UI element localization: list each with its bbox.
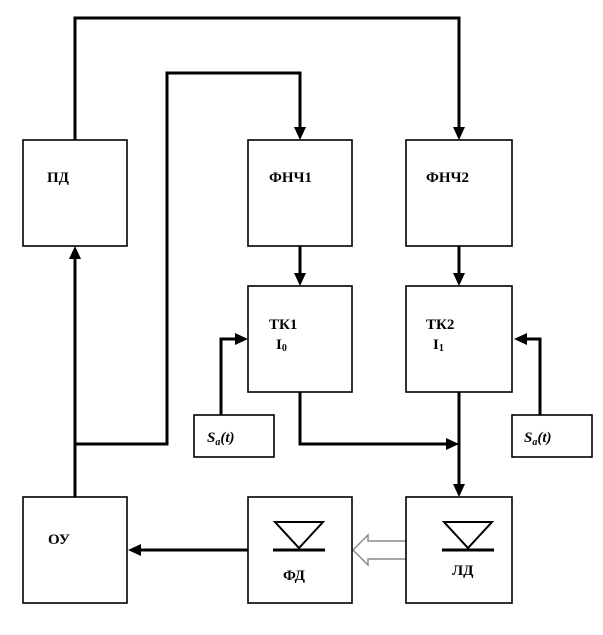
arrowhead-fnch1 <box>294 127 306 140</box>
block-ou <box>22 496 128 604</box>
wire-branch-to-fnch1 <box>75 71 302 446</box>
arrowhead-tk2-input <box>514 333 527 345</box>
arrowhead-ld <box>453 484 465 497</box>
fnch1-label: ФНЧ1 <box>269 170 312 186</box>
block-tk1 <box>247 285 353 393</box>
arrowhead-fnch2 <box>453 127 465 140</box>
source-right <box>511 414 593 458</box>
arrowhead-tk1 <box>294 273 306 286</box>
arrowhead-sum <box>446 438 459 450</box>
tk1-current: I0 <box>276 337 287 354</box>
fd-label: ФД <box>283 568 306 584</box>
wire-pd-to-fnch2 <box>73 16 461 140</box>
fnch2-label: ФНЧ2 <box>426 170 469 186</box>
ou-label: ОУ <box>48 532 70 548</box>
tk2-label: ТК2 <box>426 317 454 333</box>
block-pd <box>22 139 128 247</box>
arrowhead-ou <box>128 544 141 556</box>
laser-diode-icon <box>441 521 495 552</box>
block-fnch1 <box>247 139 353 247</box>
wire-source-right-to-tk2 <box>526 337 542 415</box>
block-tk2 <box>405 285 513 393</box>
tk2-current: I1 <box>433 337 444 354</box>
source-left <box>193 414 275 458</box>
arrowhead-tk1-input <box>235 333 248 345</box>
photodiode-icon <box>272 521 326 552</box>
wire-source-left-to-tk1 <box>219 337 236 415</box>
optical-arrow <box>352 533 407 567</box>
ld-label: ЛД <box>452 563 474 579</box>
arrowhead-pd <box>69 246 81 259</box>
pd-label: ПД <box>47 170 70 186</box>
block-fnch2 <box>405 139 513 247</box>
source-right-label: Sa(t) <box>524 430 552 448</box>
arrowhead-tk2 <box>453 273 465 286</box>
tk1-label: ТК1 <box>269 317 297 333</box>
source-left-label: Sa(t) <box>207 430 235 448</box>
wire-tk1-to-sum <box>298 392 447 446</box>
